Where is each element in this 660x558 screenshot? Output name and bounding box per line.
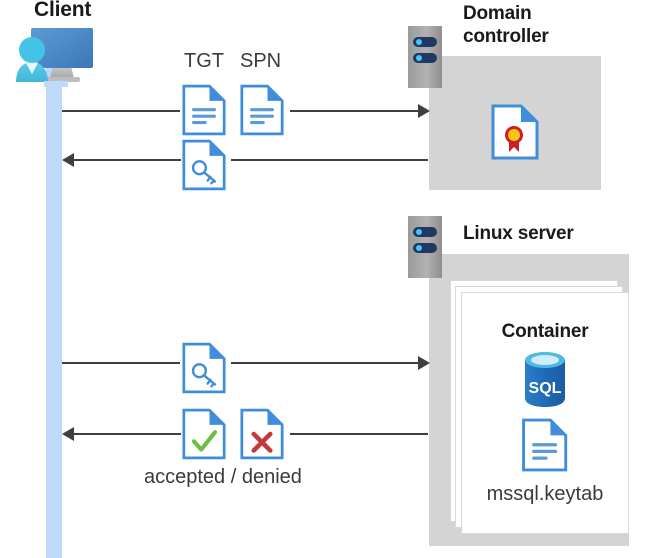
arrow-head-to-client-result [62,427,74,441]
arrow-head-to-linux-server [418,356,430,370]
arrow-line-ticket-left [73,159,181,161]
client-label: Client [34,0,92,21]
accepted-document-icon [182,408,226,465]
key-document-icon-response [182,139,226,196]
tgt-document-icon [182,84,226,141]
certificate-document-icon [491,104,539,165]
keytab-document-icon [522,418,568,472]
keytab-filename-label: mssql.keytab [486,483,604,505]
container-label: Container [501,321,589,342]
container-card-front[interactable]: Container SQL [461,292,629,534]
arrow-head-to-client-ticket [62,153,74,167]
arrow-line-result-left [73,433,181,435]
domain-controller-label-line2: controller [463,26,549,47]
domain-controller-label: Domain controller [463,2,653,48]
sql-database-icon: SQL [520,349,570,414]
linux-server-label: Linux server [463,223,574,244]
arrow-line-result-right [290,433,428,435]
key-document-icon-request [182,342,226,399]
accepted-denied-caption: accepted / denied [144,466,302,488]
arrow-line-present-ticket-left [62,362,180,364]
arrow-head-to-domain-controller [418,104,430,118]
linux-server-server-rack-icon [408,216,442,278]
keytab-icon-group: mssql.keytab [486,418,604,506]
arrow-line-ticket-right [231,159,428,161]
denied-document-icon [240,408,284,465]
arrow-line-tgt-spn-right [290,110,418,112]
tgt-label: TGT [184,50,224,72]
spn-label: SPN [240,50,282,72]
arrow-line-tgt-spn-left [62,110,180,112]
domain-controller-label-line1: Domain [463,3,532,24]
svg-text:SQL: SQL [529,380,562,397]
spn-document-icon [240,84,284,141]
domain-controller-server-rack-icon [408,26,442,88]
client-lifeline [46,62,62,558]
arrow-line-present-ticket-right [231,362,418,364]
client-computer-icon [10,22,114,88]
